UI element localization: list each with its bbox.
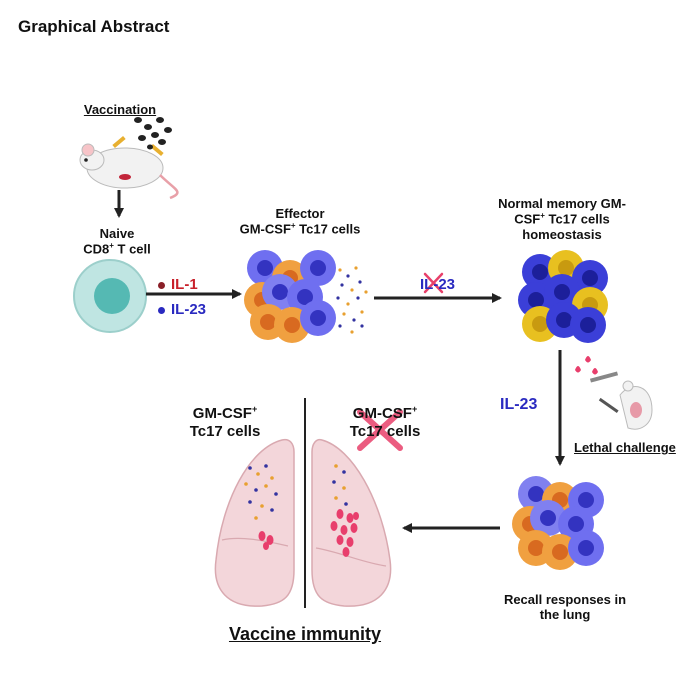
lung-right-label-line1: GM-CSF+ xyxy=(330,404,440,423)
lung-left-label: GM-CSF+ Tc17 cells xyxy=(170,404,280,440)
yeast-particles xyxy=(134,117,172,150)
recall-label-line2: the lung xyxy=(539,607,591,623)
effector-label-line2: GM-CSF+ Tc17 cells xyxy=(220,221,380,237)
naive-t-cell-icon xyxy=(73,259,147,333)
recall-label-line1: Recall responses in xyxy=(503,592,627,607)
lung-right-blood-drops xyxy=(330,509,359,557)
lethal-challenge-label: Lethal challenge xyxy=(574,440,676,455)
naive-tcell: T cell xyxy=(113,241,151,257)
footer-title: Vaccine immunity xyxy=(228,624,382,644)
blocked-il23-label: IL-23 xyxy=(420,276,456,293)
memory-csf-sup: + xyxy=(540,211,545,221)
cross-icon xyxy=(357,409,403,451)
effector-label: Effector GM-CSF+ Tc17 cells xyxy=(220,206,380,237)
lung-left-blood-drops xyxy=(258,531,274,550)
recall-il23-label: IL-23 xyxy=(500,396,538,413)
naive-cd8-sup: + xyxy=(109,241,114,251)
cross-icon xyxy=(423,272,444,294)
memory-tc17: Tc17 cells xyxy=(544,211,610,227)
naive-label: Naive CD8+ T cell xyxy=(62,226,172,257)
effector-label-line1: Effector xyxy=(275,206,325,221)
il1-dot-icon xyxy=(158,281,165,289)
lethal-challenge-mouse-icon xyxy=(575,356,653,430)
il23-signal: IL-23 xyxy=(158,301,206,319)
memory-label: Normal memory GM- CSF+ Tc17 cells homeos… xyxy=(472,196,652,242)
memory-label-line3: homeostasis xyxy=(522,226,602,242)
recall-cell-cluster-icon xyxy=(512,476,604,570)
recall-label: Recall responses in the lung xyxy=(480,592,650,623)
lung-left-gmcsf-sup: + xyxy=(251,404,258,414)
memory-csf: CSF xyxy=(514,211,541,227)
memory-cell-cluster-icon xyxy=(518,250,608,343)
lung-icon xyxy=(214,438,392,607)
lung-right-cytokine-dots xyxy=(332,464,348,506)
lung-left-gmcsf: GM-CSF xyxy=(192,405,252,422)
il23-label: IL-23 xyxy=(171,301,207,318)
lung-left-label-line2: Tc17 cells xyxy=(189,422,261,440)
vaccination-label: Vaccination xyxy=(83,102,157,117)
effector-cell-cluster-icon xyxy=(244,250,336,343)
cytokine-dots xyxy=(336,266,368,334)
mouse-icon xyxy=(79,143,179,200)
il1-signal: IL-1 xyxy=(158,276,198,294)
lung-right-label: GM-CSF+ Tc17 cells xyxy=(330,404,440,440)
lung-left-label-line1: GM-CSF+ xyxy=(170,404,280,423)
il23-dot-icon xyxy=(158,306,165,314)
effector-tc17: Tc17 cells xyxy=(295,221,361,237)
naive-cd8: CD8 xyxy=(83,241,110,257)
effector-gmcsf: GM-CSF xyxy=(239,221,291,237)
syringe-icon xyxy=(112,135,164,157)
lung-right-gmcsf: GM-CSF xyxy=(352,405,412,422)
naive-label-line1: Naive xyxy=(99,226,135,241)
memory-label-line2: CSF+ Tc17 cells xyxy=(472,211,652,227)
lung-right-label-line2: Tc17 cells xyxy=(349,422,421,440)
naive-label-line2: CD8+ T cell xyxy=(62,241,172,257)
memory-label-line1: Normal memory GM- xyxy=(498,196,626,211)
il1-label: IL-1 xyxy=(171,276,198,293)
effector-gmcsf-sup: + xyxy=(290,221,296,231)
lung-left-cytokine-dots xyxy=(244,464,278,520)
lung-right-gmcsf-sup: + xyxy=(411,404,418,414)
page-title: Graphical Abstract xyxy=(18,17,170,36)
